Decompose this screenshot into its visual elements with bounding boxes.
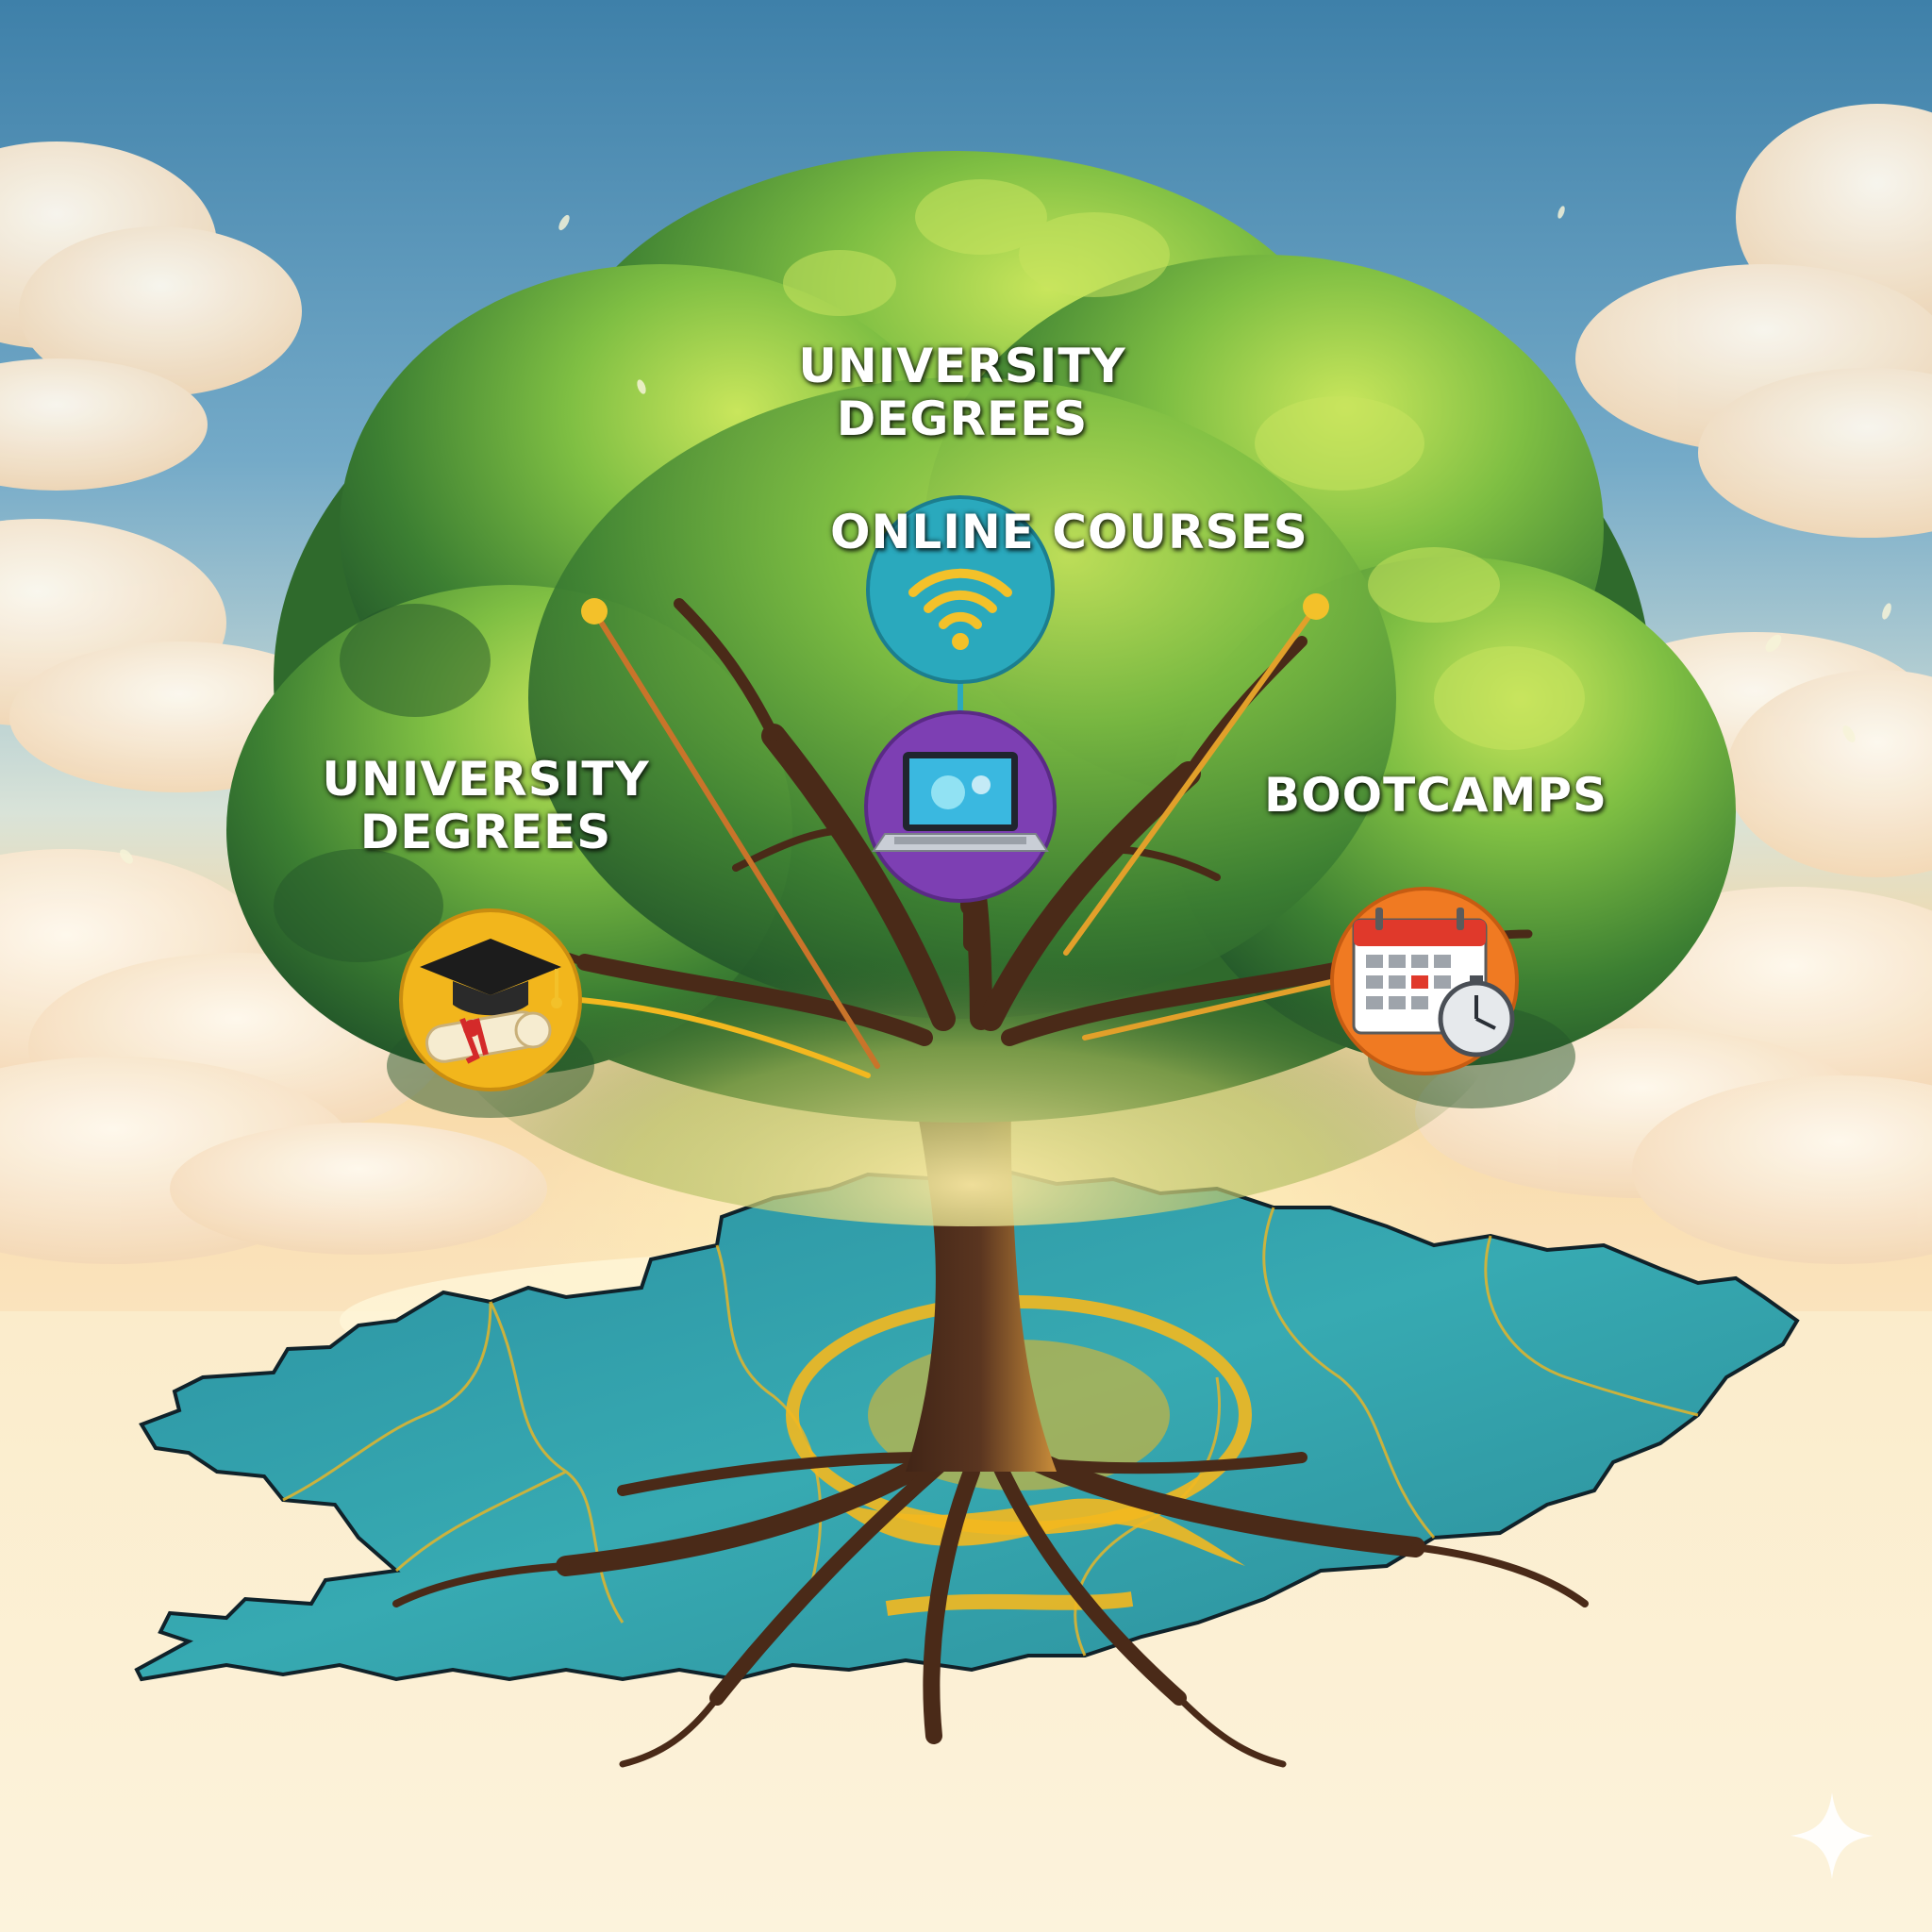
wifi-icon [866, 495, 1055, 684]
sparkle-mark [1790, 1792, 1874, 1879]
label-university-degrees-left: UNIVERSITY DEGREES [322, 752, 650, 859]
connector-lines [577, 593, 1338, 1078]
clouds-right [1415, 104, 1932, 1264]
label-university-degrees-top: UNIVERSITY DEGREES [798, 339, 1126, 446]
laptop-icon [864, 710, 1057, 903]
calendar-stopwatch-icon [1330, 887, 1519, 1075]
tree-roots [392, 1442, 1589, 1768]
graduation-cap-diploma-icon [399, 908, 582, 1091]
floating-leaves [120, 206, 1891, 864]
label-online-courses: ONLINE COURSES [830, 505, 1308, 559]
label-bootcamps: BOOTCAMPS [1264, 768, 1608, 823]
